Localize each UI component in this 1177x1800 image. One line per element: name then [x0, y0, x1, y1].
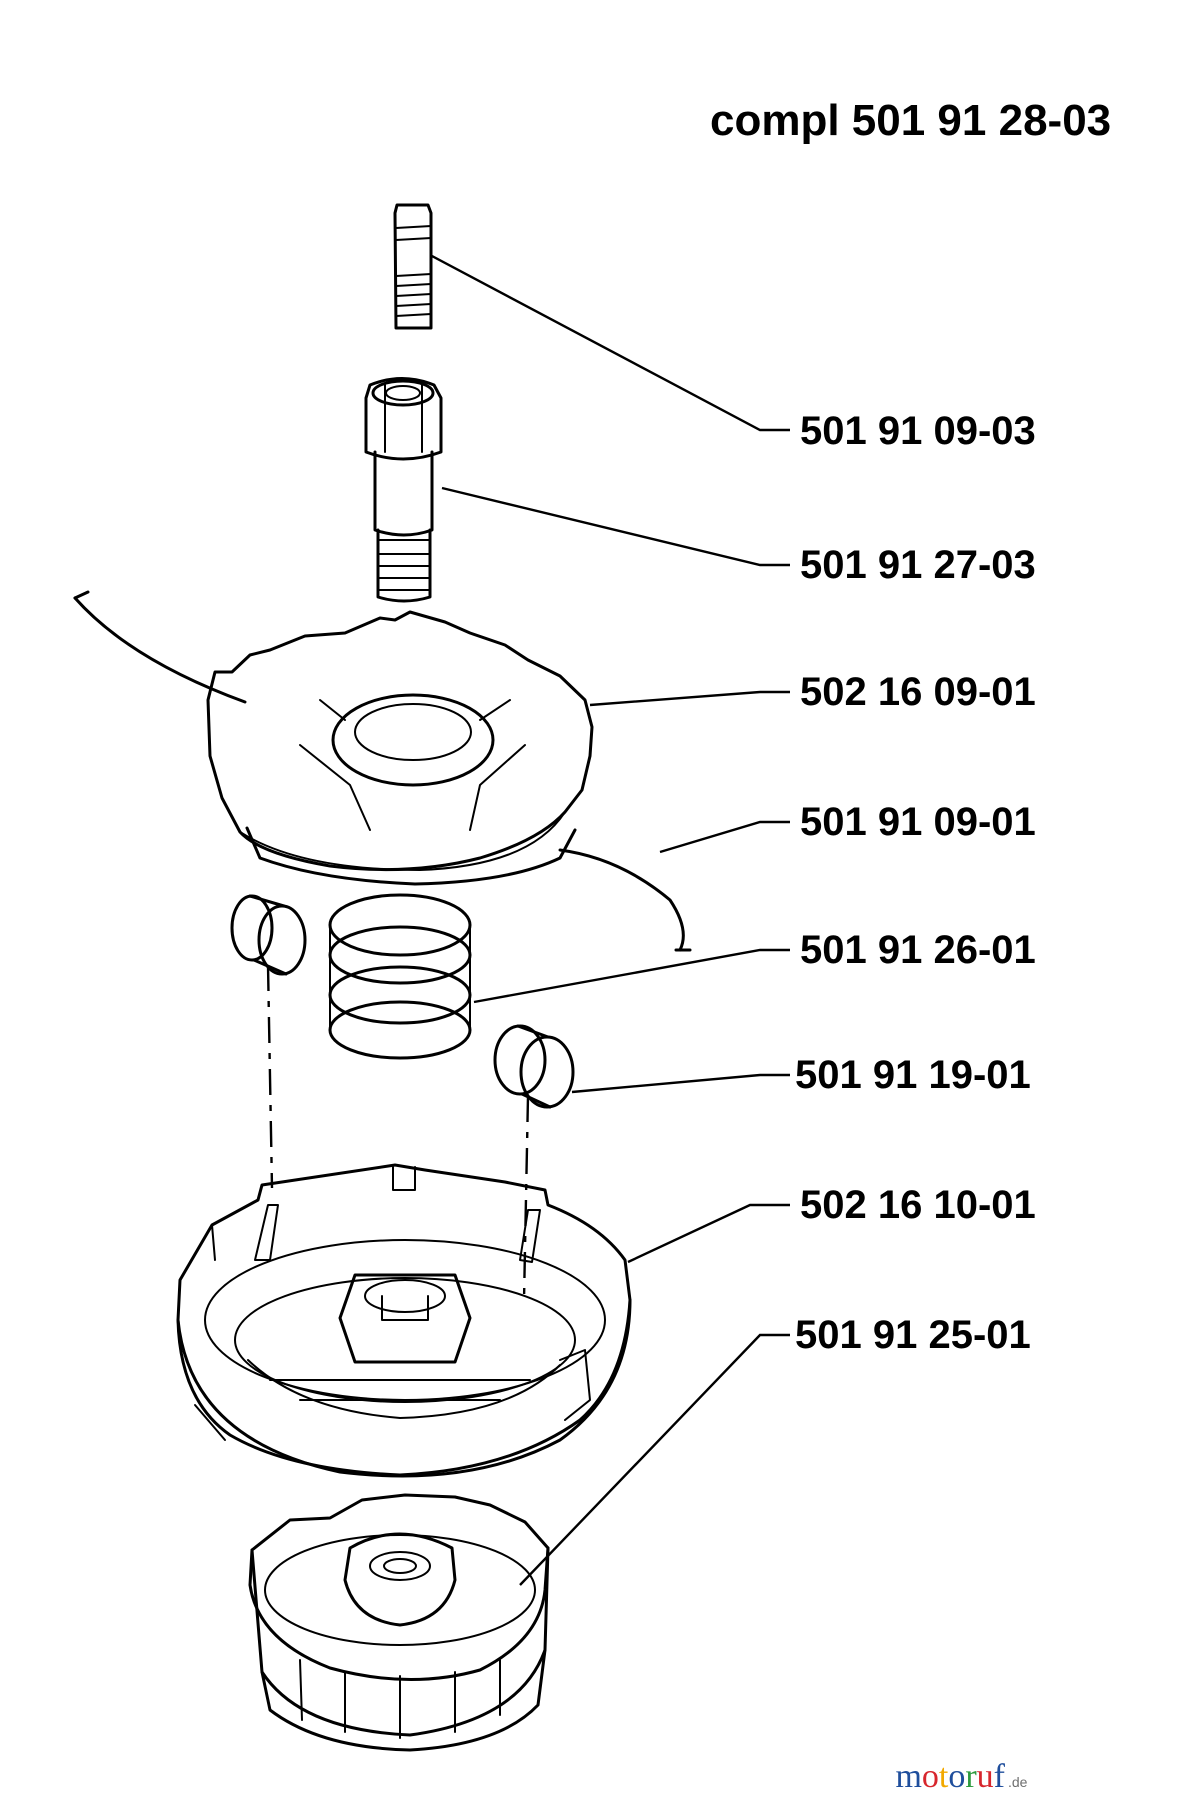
right-eyelet-axis [522, 1095, 530, 1301]
bolt-drawing [393, 203, 433, 330]
assembly-title: compl 501 91 28-03 [710, 96, 1111, 145]
watermark-logo: motoruf [895, 1758, 1005, 1795]
part-number-label: 501 91 25-01 [795, 1313, 1031, 1357]
left-eyelet-axis [266, 964, 274, 1189]
knob-drawing [248, 1493, 550, 1752]
part-number-label: 501 91 09-03 [800, 409, 1036, 453]
part-number-label: 502 16 09-01 [800, 670, 1036, 714]
part-number-label: 501 91 19-01 [795, 1053, 1031, 1097]
watermark-domain: .de [1008, 1774, 1028, 1790]
part-number-label: 501 91 26-01 [800, 928, 1036, 972]
part-number-label: 501 91 09-01 [800, 800, 1036, 844]
left-eyelet-drawing [230, 894, 307, 976]
leader-lines [429, 253, 790, 1586]
part-number-label: 501 91 27-03 [800, 543, 1036, 587]
spring-drawing [328, 893, 472, 1060]
adapter-drawing [364, 377, 443, 603]
top-cover-drawing [73, 590, 692, 952]
housing-drawing [176, 1163, 632, 1478]
right-eyelet-drawing [493, 1024, 575, 1109]
part-number-label: 502 16 10-01 [800, 1183, 1036, 1227]
